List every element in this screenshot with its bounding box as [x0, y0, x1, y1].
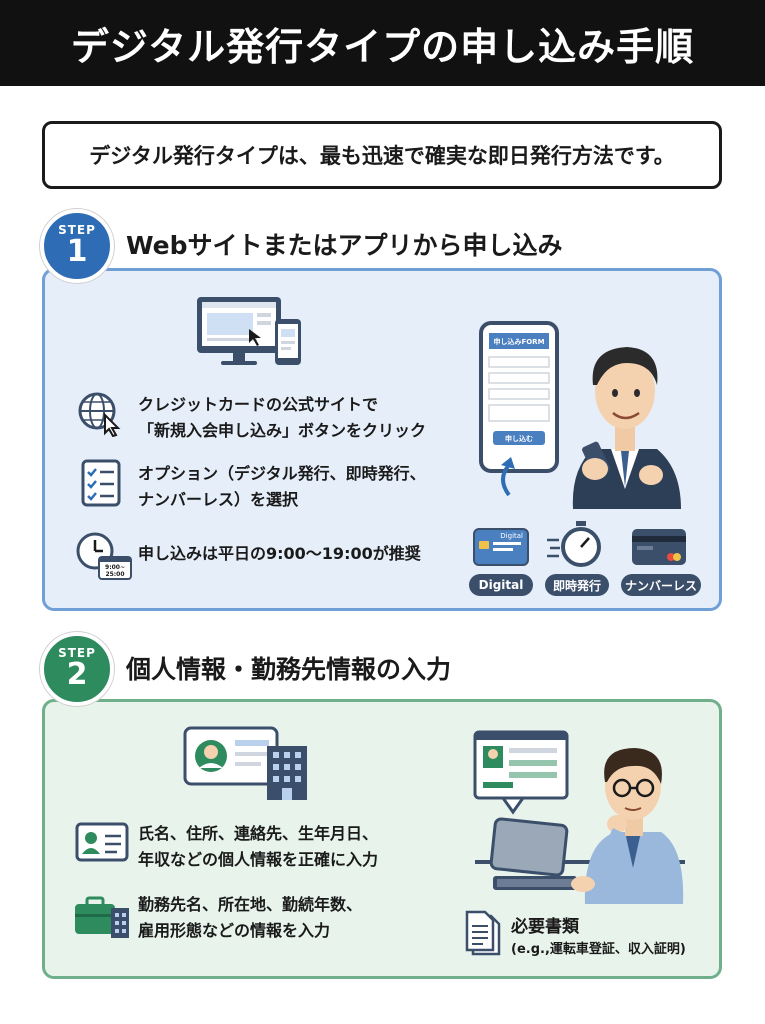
clock-calendar-icon: 9:00~ 25:00 [76, 532, 132, 580]
step1-item-2: オプション（デジタル発行、即時発行、 ナンバーレス）を選択 [138, 461, 426, 514]
step1-badge-label: STEP [58, 223, 96, 238]
feature-pill-numberless: ナンバーレス [621, 574, 701, 596]
checklist-icon [81, 459, 121, 507]
phone-apply-button: 申し込む [505, 434, 533, 443]
computer-user-illustration [473, 730, 685, 904]
intro-box: デジタル発行タイプは、最も迅速で確実な即日発行方法です。 [42, 121, 722, 189]
phone-applicant-illustration: 申し込みFORM 申し込む [479, 321, 681, 509]
page-header: デジタル発行タイプの申し込み手順 [0, 0, 765, 86]
phone-form-header: 申し込みFORM [493, 337, 544, 346]
monitor-phone-illustration [197, 297, 301, 365]
step2-item-1: 氏名、住所、連絡先、生年月日、 年収などの個人情報を正確に入力 [138, 821, 378, 874]
step1-item-1: クレジットカードの公式サイトで 「新規入会申し込み」ボタンをクリック [138, 392, 426, 445]
step1-item-1-line1: クレジットカードの公式サイトで [138, 395, 379, 414]
globe-cursor-icon [78, 392, 121, 437]
step2-badge: STEP 2 [40, 632, 114, 706]
id-card-building-illustration [183, 726, 307, 800]
digital-card-icon: Digital [473, 528, 529, 566]
step2-item-1-line2: 年収などの個人情報を正確に入力 [138, 850, 379, 870]
briefcase-building-icon [75, 896, 129, 938]
step1-item-1-line2: 「新規入会申し込み」ボタンをクリック [138, 421, 427, 441]
step1-item-3-line1: 申し込みは平日の9:00〜19:00が推奨 [138, 544, 421, 563]
step2-badge-label: STEP [58, 646, 96, 661]
required-documents-examples: (e.g.,運転車登証、収入証明) [511, 942, 686, 957]
step1-item-3: 申し込みは平日の9:00〜19:00が推奨 [138, 541, 421, 567]
step2-title: 個人情報・勤務先情報の入力 [126, 655, 452, 684]
required-documents-title: 必要書類 [511, 917, 579, 937]
step1-item-2-line1: オプション（デジタル発行、即時発行、 [138, 464, 426, 483]
feature-pill-instant: 即時発行 [545, 574, 609, 596]
step2-item-2-line1: 勤務先名、所在地、勤続年数、 [138, 895, 363, 914]
numberless-card-icon [632, 529, 686, 565]
document-icon [465, 910, 501, 956]
step2-item-1-line1: 氏名、住所、連絡先、生年月日、 [138, 824, 379, 843]
id-card-icon [75, 822, 129, 862]
stopwatch-icon [547, 521, 601, 567]
step1-badge-number: 1 [66, 234, 88, 270]
page-title: デジタル発行タイプの申し込み手順 [70, 24, 695, 69]
step2-item-2: 勤務先名、所在地、勤続年数、 雇用形態などの情報を入力 [138, 892, 362, 945]
feature-pill-digital: Digital [469, 574, 533, 596]
step2-panel: 氏名、住所、連絡先、生年月日、 年収などの個人情報を正確に入力 勤務先名、所在地… [42, 699, 722, 979]
step1-badge: STEP 1 [40, 209, 114, 283]
calendar-time-end: 25:00 [105, 571, 124, 578]
calendar-time-start: 9:00~ [105, 564, 125, 571]
card-digital-label: Digital [500, 532, 523, 540]
step2-badge-number: 2 [66, 657, 88, 693]
step1-panel: クレジットカードの公式サイトで 「新規入会申し込み」ボタンをクリック オプション… [42, 268, 722, 611]
step1-title: Webサイトまたはアプリから申し込み [126, 231, 563, 260]
step2-item-2-line2: 雇用形態などの情報を入力 [138, 921, 331, 941]
step1-item-2-line2: ナンバーレス）を選択 [138, 490, 299, 510]
